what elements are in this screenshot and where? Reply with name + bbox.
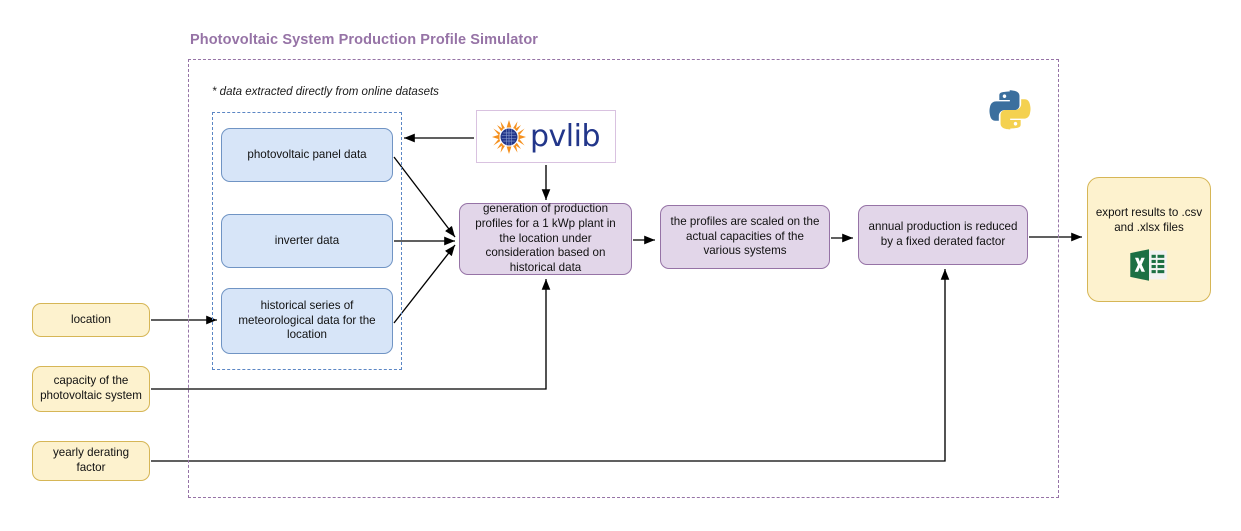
node-label: historical series of meteorological data…	[238, 298, 376, 342]
output-export-results[interactable]: export results to .csv and .xlsx files	[1087, 177, 1211, 302]
pvlib-logo-card[interactable]: pvlib	[476, 110, 616, 163]
node-label: inverter data	[274, 233, 340, 247]
input-location[interactable]: location	[32, 303, 150, 337]
datasets-boundary	[212, 112, 402, 370]
input-capacity-of-photovoltaic-system[interactable]: capacity of the photovoltaic system	[32, 366, 150, 412]
node-historical-meteorological-data[interactable]: historical series of meteorological data…	[221, 288, 393, 354]
node-inverter-data[interactable]: inverter data	[221, 214, 393, 268]
node-label: export results to .csv and .xlsx files	[1095, 206, 1203, 234]
pvlib-sun-icon	[491, 119, 526, 154]
node-profiles-scaled-to-capacities[interactable]: the profiles are scaled on the actual ca…	[660, 205, 830, 269]
pvlib-wordmark: pvlib	[529, 118, 601, 154]
node-label: annual production is reduced by a fixed …	[868, 220, 1018, 248]
node-label: capacity of the photovoltaic system	[40, 374, 142, 402]
node-photovoltaic-panel-data[interactable]: photovoltaic panel data	[221, 128, 393, 182]
node-label: the profiles are scaled on the actual ca…	[670, 214, 820, 258]
node-annual-production-derated[interactable]: annual production is reduced by a fixed …	[858, 205, 1028, 265]
node-label: location	[71, 312, 111, 326]
page-title: Photovoltaic System Production Profile S…	[190, 32, 539, 48]
node-label: yearly derating factor	[52, 446, 130, 474]
simulator-boundary	[188, 59, 1059, 498]
node-label: generation of production profiles for a …	[475, 201, 616, 275]
python-logo-icon	[989, 90, 1031, 130]
node-generation-of-production-profiles[interactable]: generation of production profiles for a …	[459, 201, 632, 275]
node-label: photovoltaic panel data	[247, 147, 367, 161]
excel-icon	[1130, 248, 1167, 281]
input-yearly-derating-factor[interactable]: yearly derating factor	[32, 441, 150, 481]
datasets-note: * data extracted directly from online da…	[212, 86, 439, 98]
